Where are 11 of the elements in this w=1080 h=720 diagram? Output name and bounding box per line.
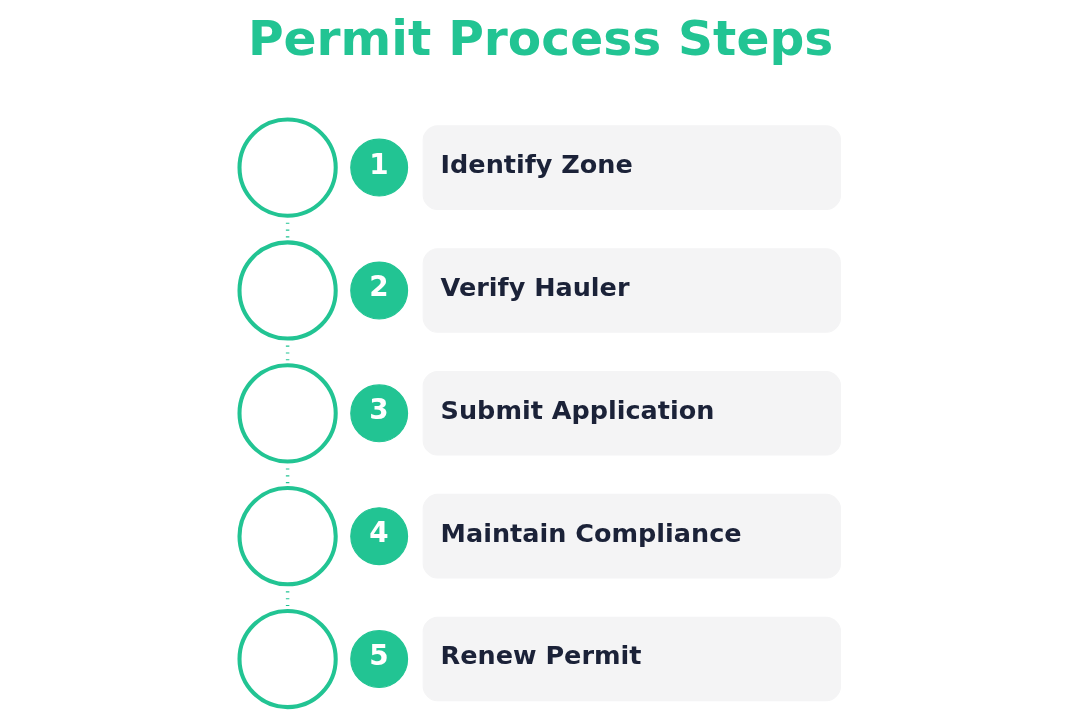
node-circle: 4 (350, 507, 409, 566)
diagram-title: Permit Process Steps (247, 10, 834, 67)
node-circle (237, 363, 338, 464)
node-circle: 3 (350, 384, 409, 443)
node-circle (237, 117, 338, 218)
node-circle (237, 240, 338, 341)
node-circle (237, 486, 338, 587)
node-circle: 5 (350, 630, 409, 689)
node-circle: 2 (350, 261, 409, 320)
node-circle (237, 608, 338, 710)
node-circle: 1 (350, 138, 409, 197)
